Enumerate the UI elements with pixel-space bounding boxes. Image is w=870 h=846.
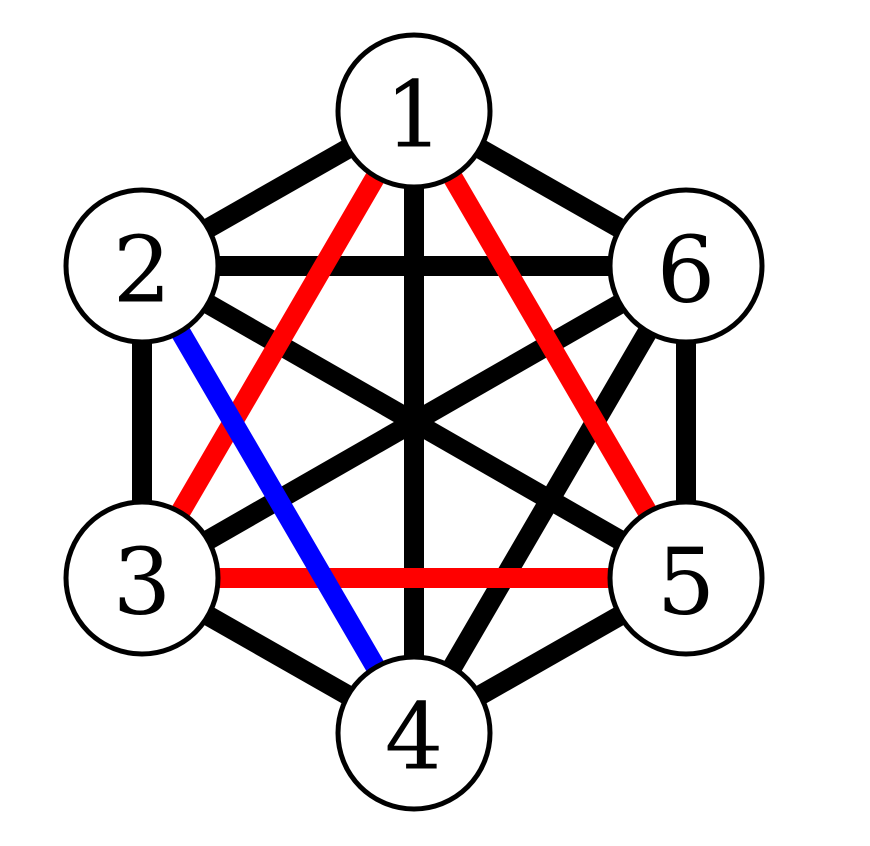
node-circle: [335, 654, 493, 812]
edges-layer: [132, 102, 696, 742]
node-3: 3: [63, 499, 221, 657]
node-label: 4: [385, 684, 444, 791]
node-circle: [63, 499, 221, 657]
node-label: 6: [657, 217, 716, 324]
node-circle: [63, 187, 221, 345]
node-4: 4: [335, 654, 493, 812]
nodes-layer: 1 2 3 4 5 6: [63, 32, 765, 812]
edge-3-6: [137, 257, 691, 587]
node-6: 6: [607, 187, 765, 345]
node-circle: [607, 187, 765, 345]
node-5: 5: [607, 499, 765, 657]
node-circle: [607, 499, 765, 657]
node-1: 1: [335, 32, 493, 190]
edge-1-3: [133, 105, 423, 584]
edge-2-4: [133, 260, 423, 739]
node-2: 2: [63, 187, 221, 345]
node-label: 5: [657, 529, 716, 636]
edge-4-6: [405, 260, 695, 739]
edge-1-5: [405, 105, 695, 584]
node-label: 3: [113, 529, 172, 636]
node-label: 1: [385, 62, 444, 169]
node-label: 2: [113, 217, 172, 324]
node-circle: [335, 32, 493, 190]
